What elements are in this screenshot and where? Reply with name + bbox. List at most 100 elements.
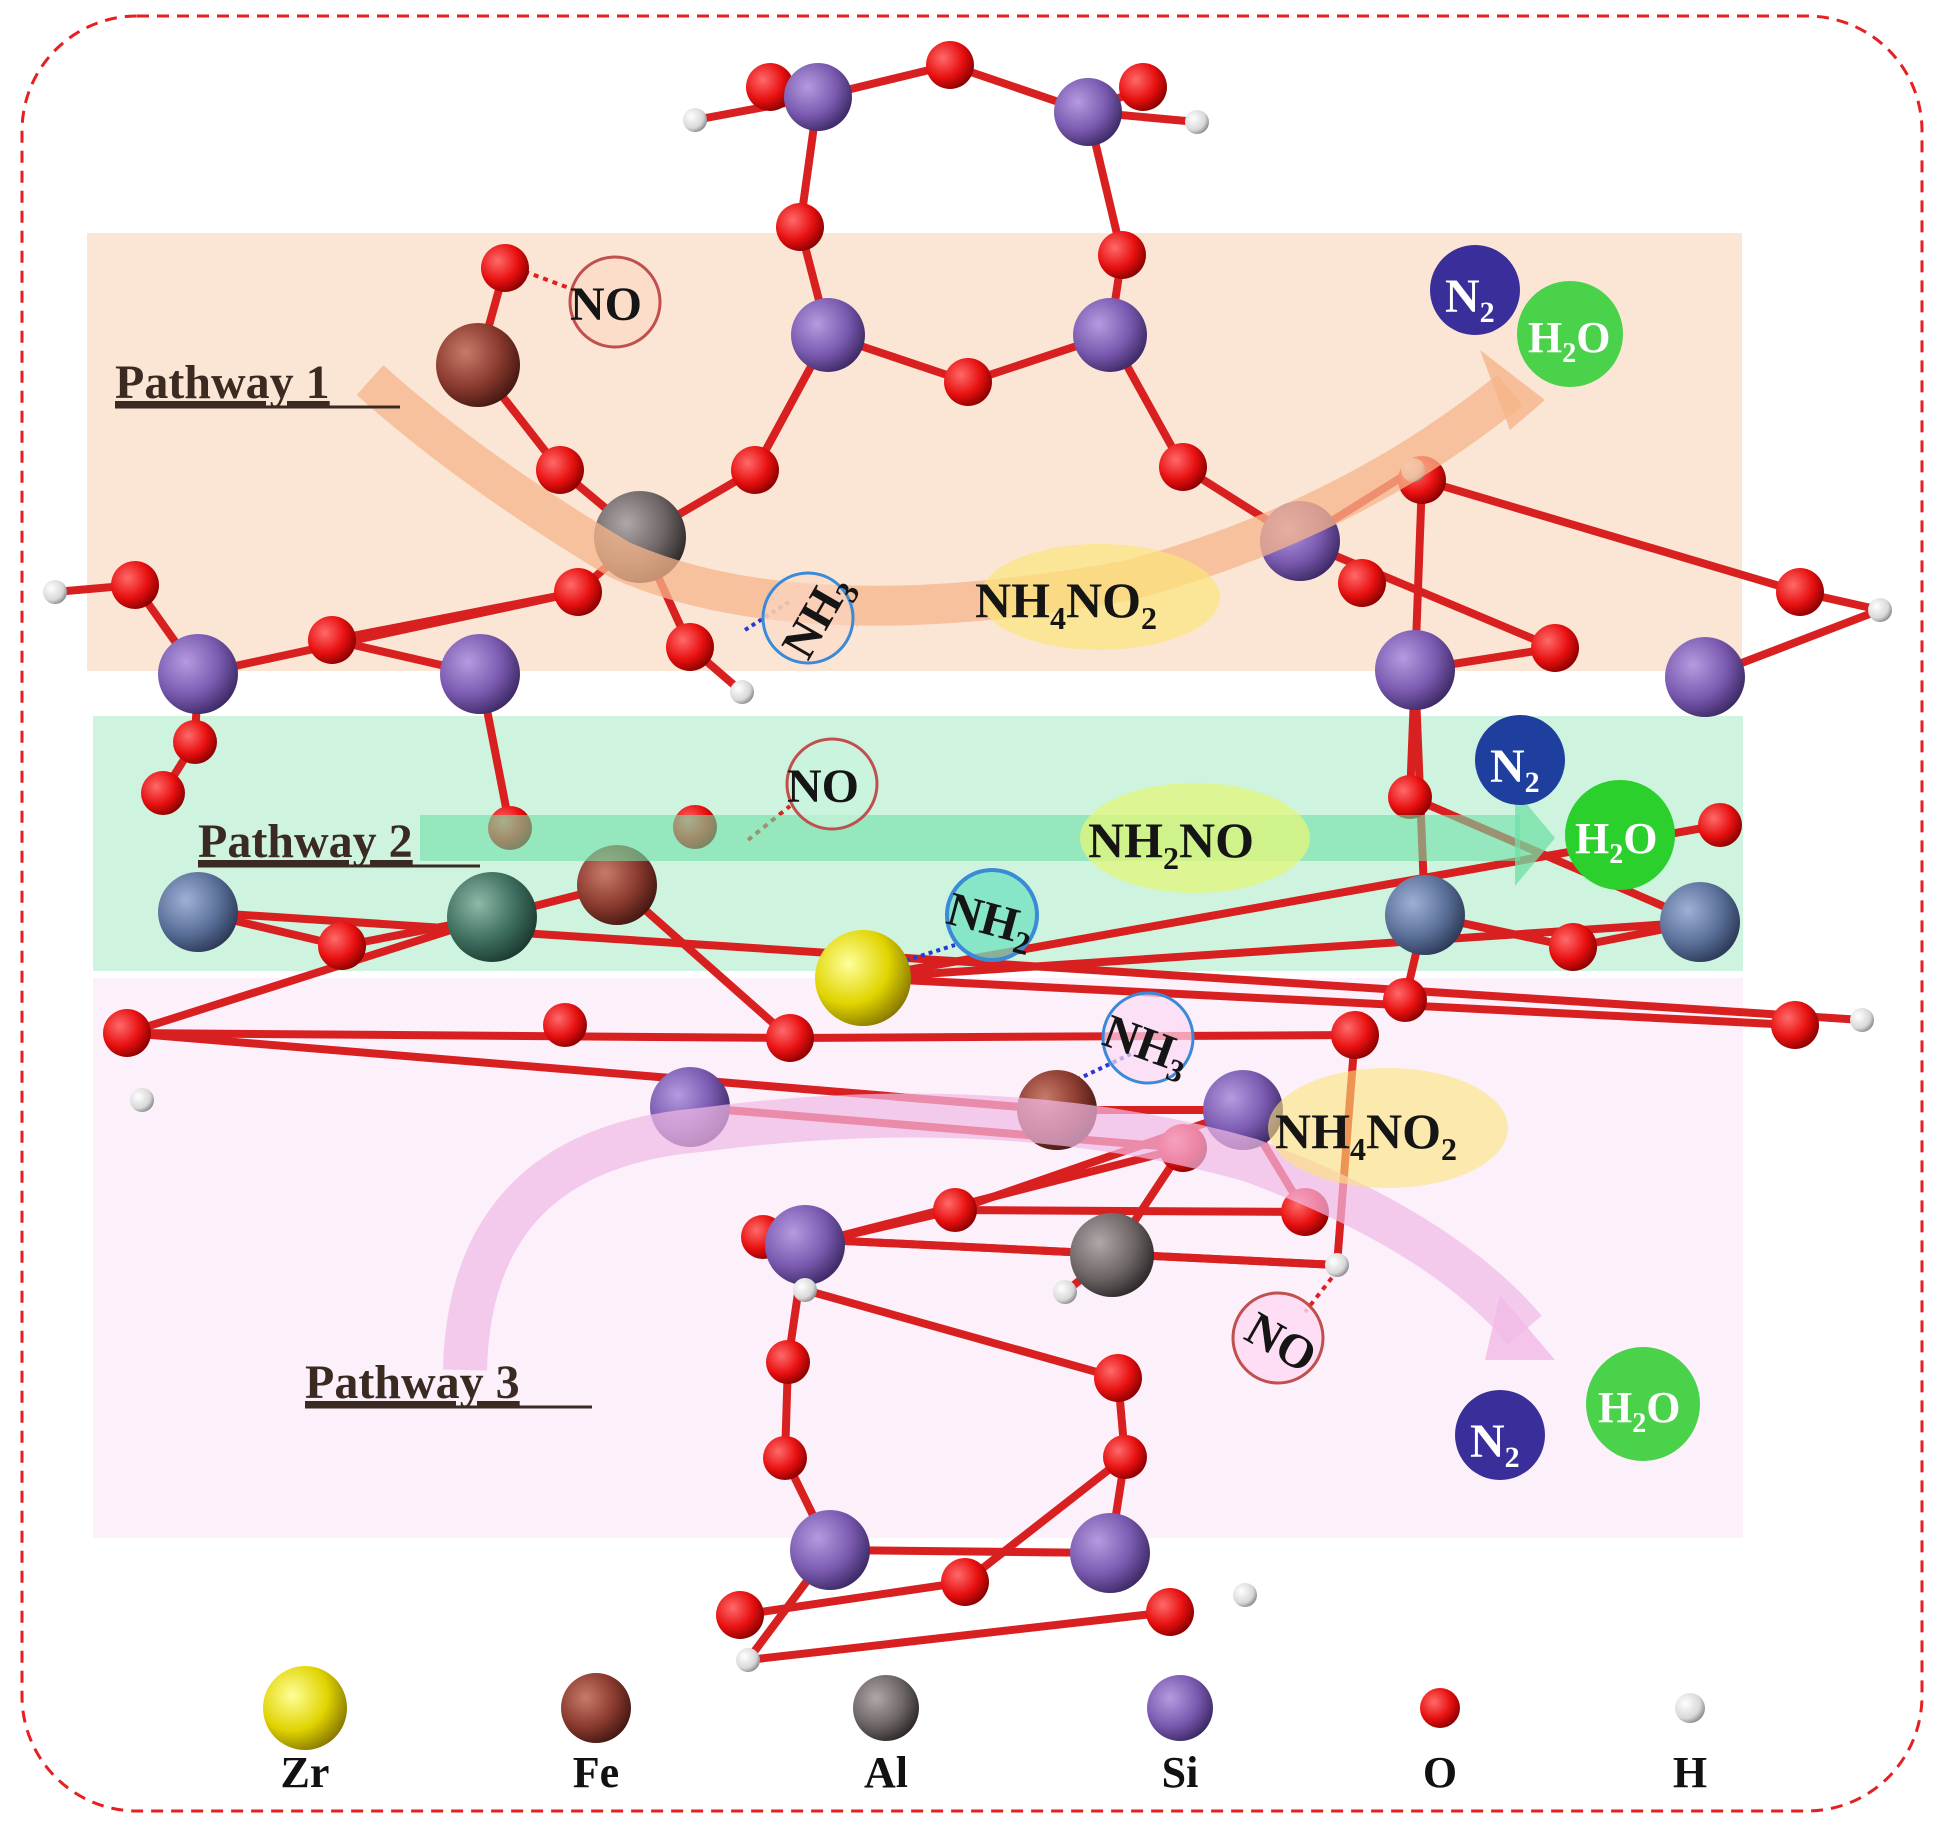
pathway-2-nh2-adsorbed: NH2 [941, 868, 1039, 962]
hydrogen-atom [1233, 1583, 1257, 1607]
bond [801, 1286, 1122, 1382]
pathway-1-arrowhead [1480, 350, 1545, 430]
pathway-1-arrow [356, 365, 1523, 626]
hydrogen-atom [793, 1278, 817, 1302]
pathway-2-intermediate: NH2NO [1088, 812, 1254, 876]
bond [123, 1029, 794, 1042]
oxygen-atom [1776, 568, 1824, 616]
pathway-2-arrow [420, 815, 1520, 861]
oxygen-atom [536, 446, 584, 494]
oxygen-atom [716, 1591, 764, 1639]
hydrogen-atom [683, 108, 707, 132]
dashed-frame [20, 14, 1924, 1813]
hydrogen-atom [43, 580, 67, 604]
silicon-atom [1203, 1070, 1283, 1150]
oxygen-atom [926, 41, 974, 89]
pathway-3-nh3-adsorbed: NH3 [1096, 991, 1195, 1090]
silicon-atom [1073, 298, 1147, 372]
hydrogen-atom [730, 680, 754, 704]
hydrogen-atom [1053, 1280, 1077, 1304]
legend-label-o: O [1423, 1748, 1457, 1797]
n2-product [1430, 245, 1520, 335]
pathway-1-products: N2 H2O [1430, 245, 1623, 387]
oxygen-atom [941, 1558, 989, 1606]
oxygen-atom [103, 1009, 151, 1057]
pathway-3-arrowhead [1485, 1295, 1555, 1360]
h2o-product [1517, 281, 1623, 387]
pathway-1-no-molecule: NO [568, 255, 662, 349]
oxygen-atom [776, 203, 824, 251]
pathway-3-products: N2 H2O [1455, 1347, 1700, 1480]
oxygen-atom [141, 771, 185, 815]
oxygen-atom [308, 616, 356, 664]
oxygen-atom [1338, 559, 1386, 607]
oxygen-atom [1159, 443, 1207, 491]
pathway-3-intermediate-bubble [1268, 1068, 1508, 1188]
oxygen-atom [1549, 923, 1597, 971]
hydrogen-atom [1850, 1008, 1874, 1032]
silicon-atom [440, 634, 520, 714]
legend-swatch-si [1147, 1675, 1213, 1741]
pathway-3-label: Pathway 3 [305, 1356, 520, 1409]
hydrogen-atom [1868, 598, 1892, 622]
svg-text:N2: N2 [1490, 740, 1540, 799]
oxygen-atom [1771, 1001, 1819, 1049]
n2-product [1475, 715, 1565, 805]
silicon-atom [1070, 1513, 1150, 1593]
zirconium-atom [815, 930, 911, 1026]
aluminum-atom [1070, 1213, 1154, 1297]
oxygen-atom [666, 623, 714, 671]
silicon-atom [158, 634, 238, 714]
iron-atom [436, 323, 520, 407]
bond [786, 1031, 1359, 1042]
pathway-1-label: Pathway 1 [115, 356, 330, 409]
legend-label-si: Si [1162, 1748, 1199, 1797]
legend-label-h: H [1673, 1748, 1707, 1797]
bond [951, 1206, 1309, 1216]
legend-label-zr: Zr [281, 1748, 330, 1797]
oxygen-atom [1698, 803, 1742, 847]
oxygen-atom [1531, 624, 1579, 672]
bond [1418, 476, 1804, 596]
bond [1296, 537, 1559, 652]
hydrogen-atom [1185, 110, 1209, 134]
oxygen-atom [746, 63, 794, 111]
bond [194, 588, 582, 678]
oxygen-atom [944, 358, 992, 406]
silicon-atom [1665, 637, 1745, 717]
pathway-2-products: N2 H2O [1475, 715, 1675, 890]
svg-text:N2: N2 [1470, 1415, 1520, 1474]
h2o-product [1586, 1347, 1700, 1461]
hydrogen-atom [736, 1648, 760, 1672]
legend-swatch-zr [263, 1666, 347, 1750]
oxygen-atom [933, 1188, 977, 1232]
oxygen-atom [1331, 1011, 1379, 1059]
oxygen-atom [111, 561, 159, 609]
silicon-atom [790, 1510, 870, 1590]
bond [859, 974, 1799, 1029]
legend-swatch-al [853, 1675, 919, 1741]
silicon-atom [1385, 875, 1465, 955]
h2o-product [1565, 780, 1675, 890]
oxygen-atom [731, 446, 779, 494]
hydrogen-atom [1325, 1253, 1349, 1277]
oxygen-atom [1094, 1354, 1142, 1402]
legend-swatch-o [1420, 1688, 1460, 1728]
pathway-1-nh3-adsorbed: NH3 [761, 571, 867, 667]
svg-text:NO: NO [787, 760, 859, 813]
oxygen-atom [318, 922, 366, 970]
bond [744, 1608, 1174, 1664]
silicon-atom [765, 1205, 845, 1285]
silicon-atom [1054, 78, 1122, 146]
pathway-3-no-molecule: NO [1231, 1291, 1326, 1385]
oxygen-atom [173, 720, 217, 764]
bond [759, 1233, 1341, 1269]
bond [961, 1453, 1129, 1586]
bond [736, 1578, 969, 1619]
pathway-1-intermediate-bubble [980, 544, 1220, 650]
svg-text:H2O: H2O [1528, 313, 1610, 369]
pathway-3-arrow [443, 1093, 1542, 1371]
svg-text:N2: N2 [1445, 270, 1495, 329]
